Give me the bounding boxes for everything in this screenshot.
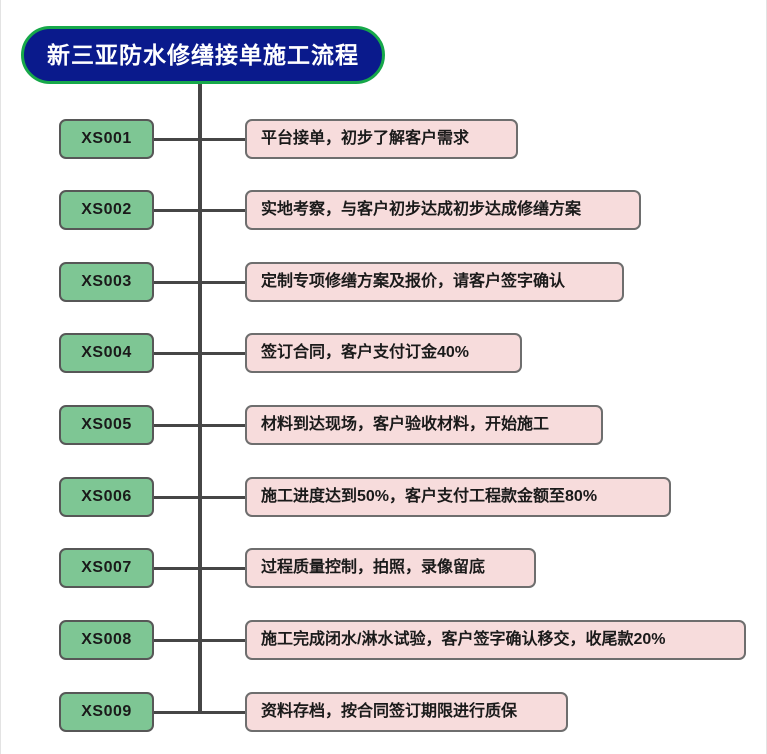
step-description-label: 资料存档，按合同签订期限进行质保 bbox=[261, 703, 518, 720]
step-description-label: 平台接单，初步了解客户需求 bbox=[261, 130, 470, 147]
connector-line-code-to-spine bbox=[154, 710, 202, 714]
step-description-node-xs003[interactable]: 定制专项修缮方案及报价，请客户签字确认 bbox=[245, 262, 624, 302]
step-description-node-xs005[interactable]: 材料到达现场，客户验收材料，开始施工 bbox=[245, 405, 603, 445]
step-code-node-xs007[interactable]: XS007 bbox=[59, 548, 154, 588]
step-description-label: 施工完成闭水/淋水试验，客户签字确认移交，收尾款20% bbox=[261, 631, 666, 648]
step-code-node-xs008[interactable]: XS008 bbox=[59, 620, 154, 660]
flowchart-title-node: 新三亚防水修缮接单施工流程 bbox=[21, 26, 385, 84]
step-description-label: 签订合同，客户支付订金40% bbox=[261, 344, 470, 361]
step-description-label: 施工进度达到50%，客户支付工程款金额至80% bbox=[261, 488, 598, 505]
step-description-node-xs002[interactable]: 实地考察，与客户初步达成初步达成修缮方案 bbox=[245, 190, 641, 230]
step-description-node-xs001[interactable]: 平台接单，初步了解客户需求 bbox=[245, 119, 518, 159]
step-code-node-xs002[interactable]: XS002 bbox=[59, 190, 154, 230]
step-description-node-xs006[interactable]: 施工进度达到50%，客户支付工程款金额至80% bbox=[245, 477, 671, 517]
connector-line-code-to-spine bbox=[154, 280, 202, 284]
step-code-label: XS003 bbox=[81, 273, 132, 290]
connector-line-spine-to-description bbox=[198, 351, 245, 355]
step-code-label: XS009 bbox=[81, 703, 132, 720]
step-code-label: XS006 bbox=[81, 488, 132, 505]
step-description-node-xs007[interactable]: 过程质量控制，拍照，录像留底 bbox=[245, 548, 536, 588]
step-code-label: XS007 bbox=[81, 559, 132, 576]
connector-line-spine-to-description bbox=[198, 280, 245, 284]
step-code-node-xs004[interactable]: XS004 bbox=[59, 333, 154, 373]
step-description-label: 定制专项修缮方案及报价，请客户签字确认 bbox=[261, 273, 566, 290]
connector-line-spine-to-description bbox=[198, 566, 245, 570]
connector-line-code-to-spine bbox=[154, 638, 202, 642]
step-description-node-xs004[interactable]: 签订合同，客户支付订金40% bbox=[245, 333, 522, 373]
step-description-label: 材料到达现场，客户验收材料，开始施工 bbox=[261, 416, 550, 433]
connector-line-code-to-spine bbox=[154, 495, 202, 499]
connector-line-code-to-spine bbox=[154, 423, 202, 427]
vertical-spine-connector bbox=[198, 84, 202, 712]
connector-line-code-to-spine bbox=[154, 351, 202, 355]
connector-line-spine-to-description bbox=[198, 137, 245, 141]
step-code-node-xs009[interactable]: XS009 bbox=[59, 692, 154, 732]
step-description-node-xs008[interactable]: 施工完成闭水/淋水试验，客户签字确认移交，收尾款20% bbox=[245, 620, 746, 660]
connector-line-code-to-spine bbox=[154, 566, 202, 570]
step-code-label: XS002 bbox=[81, 201, 132, 218]
step-code-node-xs003[interactable]: XS003 bbox=[59, 262, 154, 302]
connector-line-spine-to-description bbox=[198, 710, 245, 714]
connector-line-spine-to-description bbox=[198, 495, 245, 499]
connector-line-spine-to-description bbox=[198, 638, 245, 642]
connector-line-spine-to-description bbox=[198, 423, 245, 427]
step-description-node-xs009[interactable]: 资料存档，按合同签订期限进行质保 bbox=[245, 692, 568, 732]
step-code-label: XS008 bbox=[81, 631, 132, 648]
step-code-node-xs006[interactable]: XS006 bbox=[59, 477, 154, 517]
step-code-node-xs005[interactable]: XS005 bbox=[59, 405, 154, 445]
connector-line-spine-to-description bbox=[198, 208, 245, 212]
connector-line-code-to-spine bbox=[154, 137, 202, 141]
flowchart-title-label: 新三亚防水修缮接单施工流程 bbox=[47, 41, 359, 68]
step-description-label: 过程质量控制，拍照，录像留底 bbox=[261, 559, 486, 576]
connector-line-code-to-spine bbox=[154, 208, 202, 212]
step-code-label: XS004 bbox=[81, 344, 132, 361]
step-code-node-xs001[interactable]: XS001 bbox=[59, 119, 154, 159]
step-description-label: 实地考察，与客户初步达成初步达成修缮方案 bbox=[261, 201, 582, 218]
step-code-label: XS005 bbox=[81, 416, 132, 433]
step-code-label: XS001 bbox=[81, 130, 132, 147]
